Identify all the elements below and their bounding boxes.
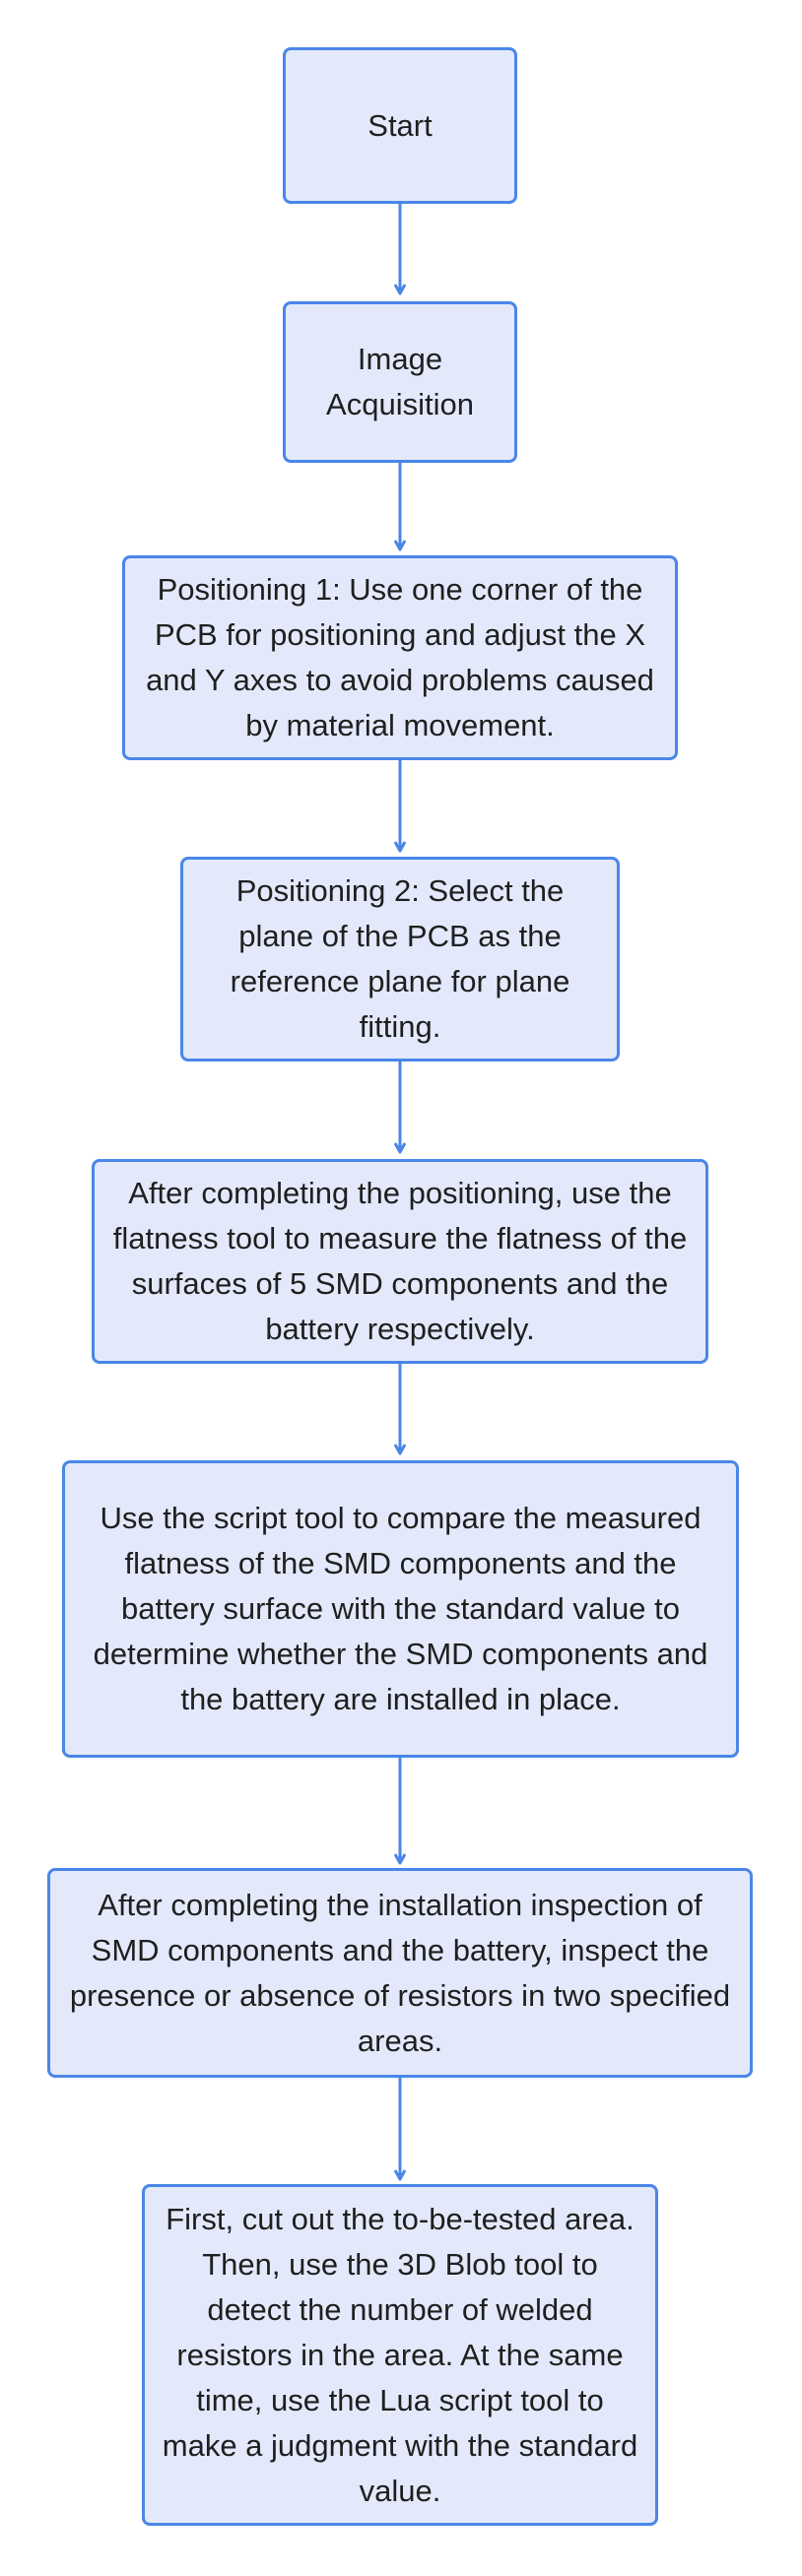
flatness-measure-label: After completing the positioning, use th… [112, 1176, 688, 1346]
positioning-2-node: Positioning 2: Select the plane of the P… [180, 857, 620, 1062]
script-compare-label: Use the script tool to compare the measu… [93, 1501, 708, 1716]
image-acquisition-node: Image Acquisition [283, 301, 517, 463]
blob-detection-node: First, cut out the to-be-tested area. Th… [142, 2184, 658, 2526]
positioning-2-label: Positioning 2: Select the plane of the P… [230, 873, 570, 1044]
start-label: Start [368, 107, 433, 143]
flatness-measure-node: After completing the positioning, use th… [92, 1159, 708, 1364]
image-acquisition-label: Image Acquisition [326, 342, 474, 421]
blob-detection-label: First, cut out the to-be-tested area. Th… [162, 2201, 638, 2508]
resistor-inspection-label: After completing the installation inspec… [69, 1887, 731, 2058]
positioning-1-label: Positioning 1: Use one corner of the PCB… [146, 572, 654, 742]
resistor-inspection-node: After completing the installation inspec… [47, 1868, 753, 2078]
start-node: Start [283, 47, 517, 204]
script-compare-node: Use the script tool to compare the measu… [62, 1460, 739, 1758]
positioning-1-node: Positioning 1: Use one corner of the PCB… [122, 555, 678, 760]
